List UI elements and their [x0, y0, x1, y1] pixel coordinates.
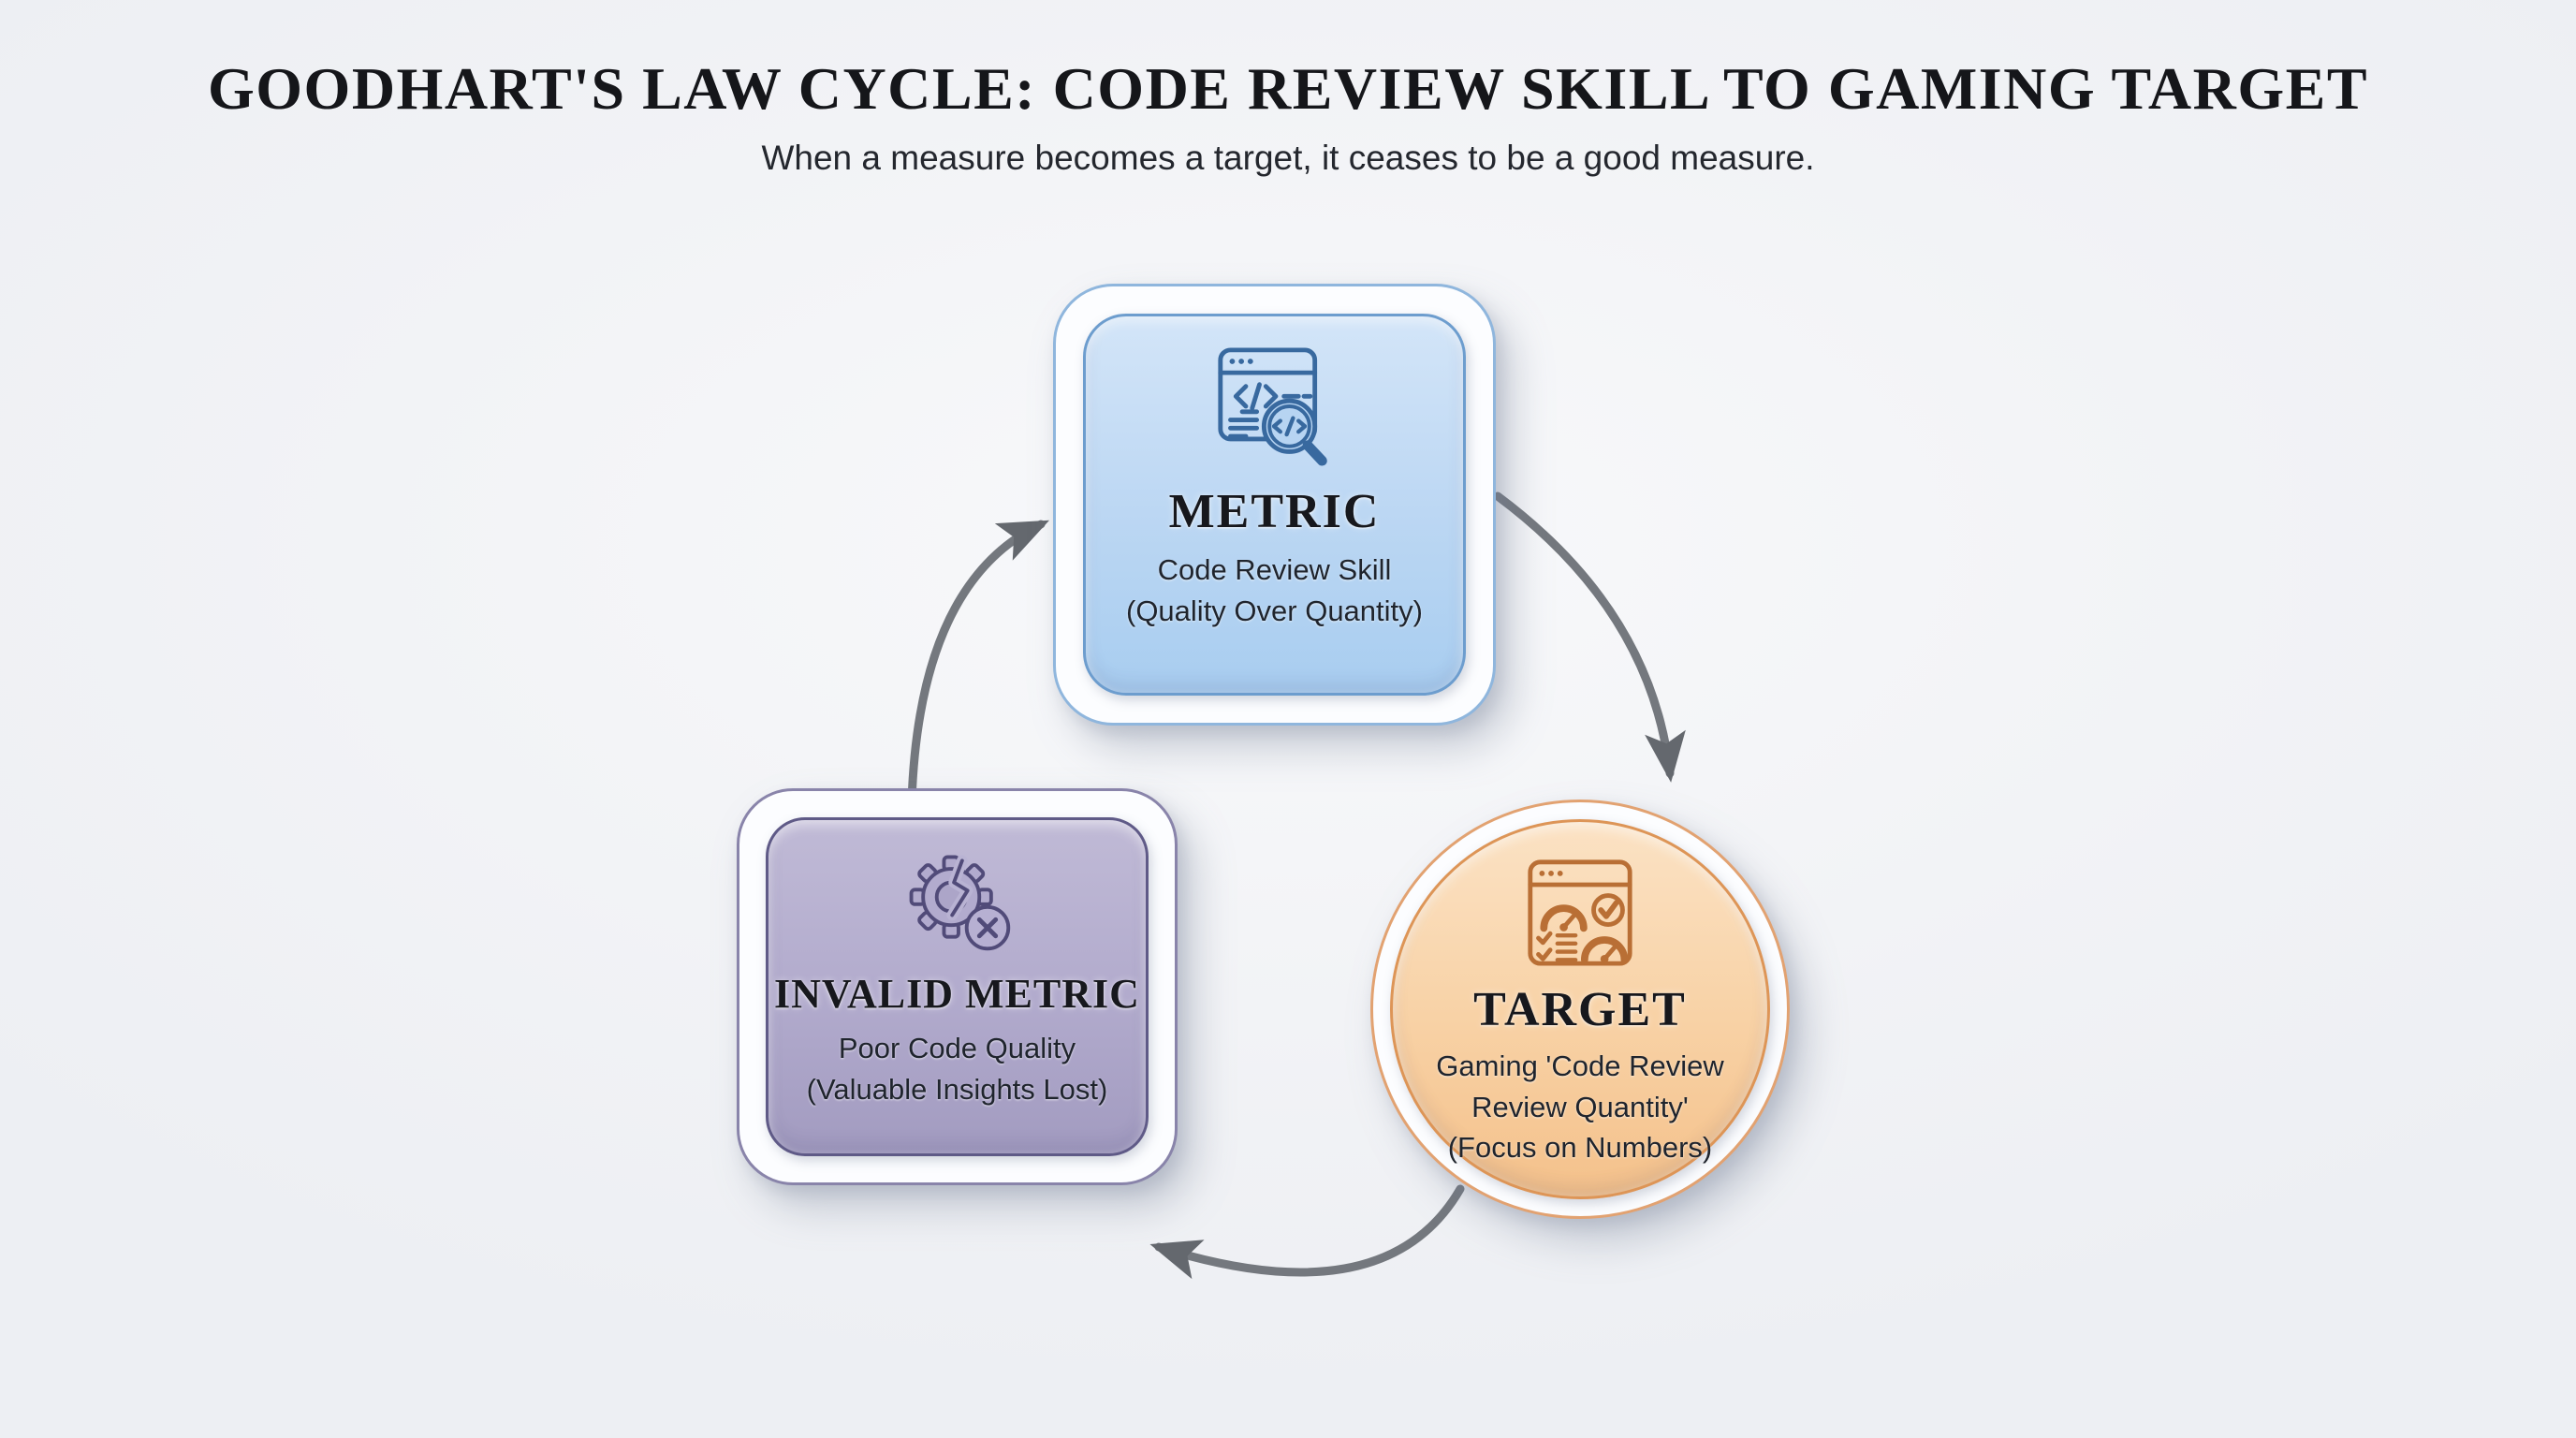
code-review-magnifier-icon [1217, 347, 1327, 466]
performance-dashboard-icon [1528, 859, 1632, 966]
metric-desc-line1: Code Review Skill [1157, 553, 1392, 587]
invalid-metric-node-card: INVALID METRIC Poor Code Quality (Valuab… [766, 817, 1149, 1156]
target-desc-line2: Review Quantity' [1471, 1090, 1689, 1123]
metric-node: METRIC Code Review Skill (Quality Over Q… [1053, 284, 1496, 726]
broken-gear-icon [909, 855, 1010, 951]
target-desc-line3: (Focus on Numbers) [1447, 1130, 1713, 1164]
arrow-metric-to-target [1493, 492, 1686, 783]
target-node-card: TARGET Gaming 'Code Review Review Quanti… [1390, 819, 1770, 1199]
metric-title: METRIC [1168, 485, 1381, 538]
arrow-invalid-metric-to-metric [907, 520, 1050, 806]
target-title: TARGET [1473, 983, 1687, 1036]
metric-desc-line2: (Quality Over Quantity) [1126, 594, 1423, 627]
metric-node-card: METRIC Code Review Skill (Quality Over Q… [1083, 314, 1466, 696]
invalid-metric-desc-line1: Poor Code Quality [838, 1032, 1076, 1065]
page-subtitle: When a measure becomes a target, it ceas… [761, 139, 1815, 177]
invalid-metric-title: INVALID METRIC [774, 971, 1140, 1017]
invalid-metric-description: Poor Code Quality (Valuable Insights Los… [807, 1028, 1108, 1109]
target-node: TARGET Gaming 'Code Review Review Quanti… [1370, 800, 1790, 1219]
page-title: GOODHART'S LAW CYCLE: CODE REVIEW SKILL … [207, 55, 2369, 122]
target-description: Gaming 'Code Review Review Quantity' (Fo… [1436, 1046, 1723, 1167]
invalid-metric-desc-line2: (Valuable Insights Lost) [806, 1072, 1108, 1106]
metric-description: Code Review Skill (Quality Over Quantity… [1126, 550, 1423, 631]
arrow-target-to-invalid-metric [1149, 1184, 1465, 1280]
invalid-metric-node: INVALID METRIC Poor Code Quality (Valuab… [737, 788, 1178, 1185]
target-desc-line1: Gaming 'Code Review [1436, 1049, 1724, 1083]
